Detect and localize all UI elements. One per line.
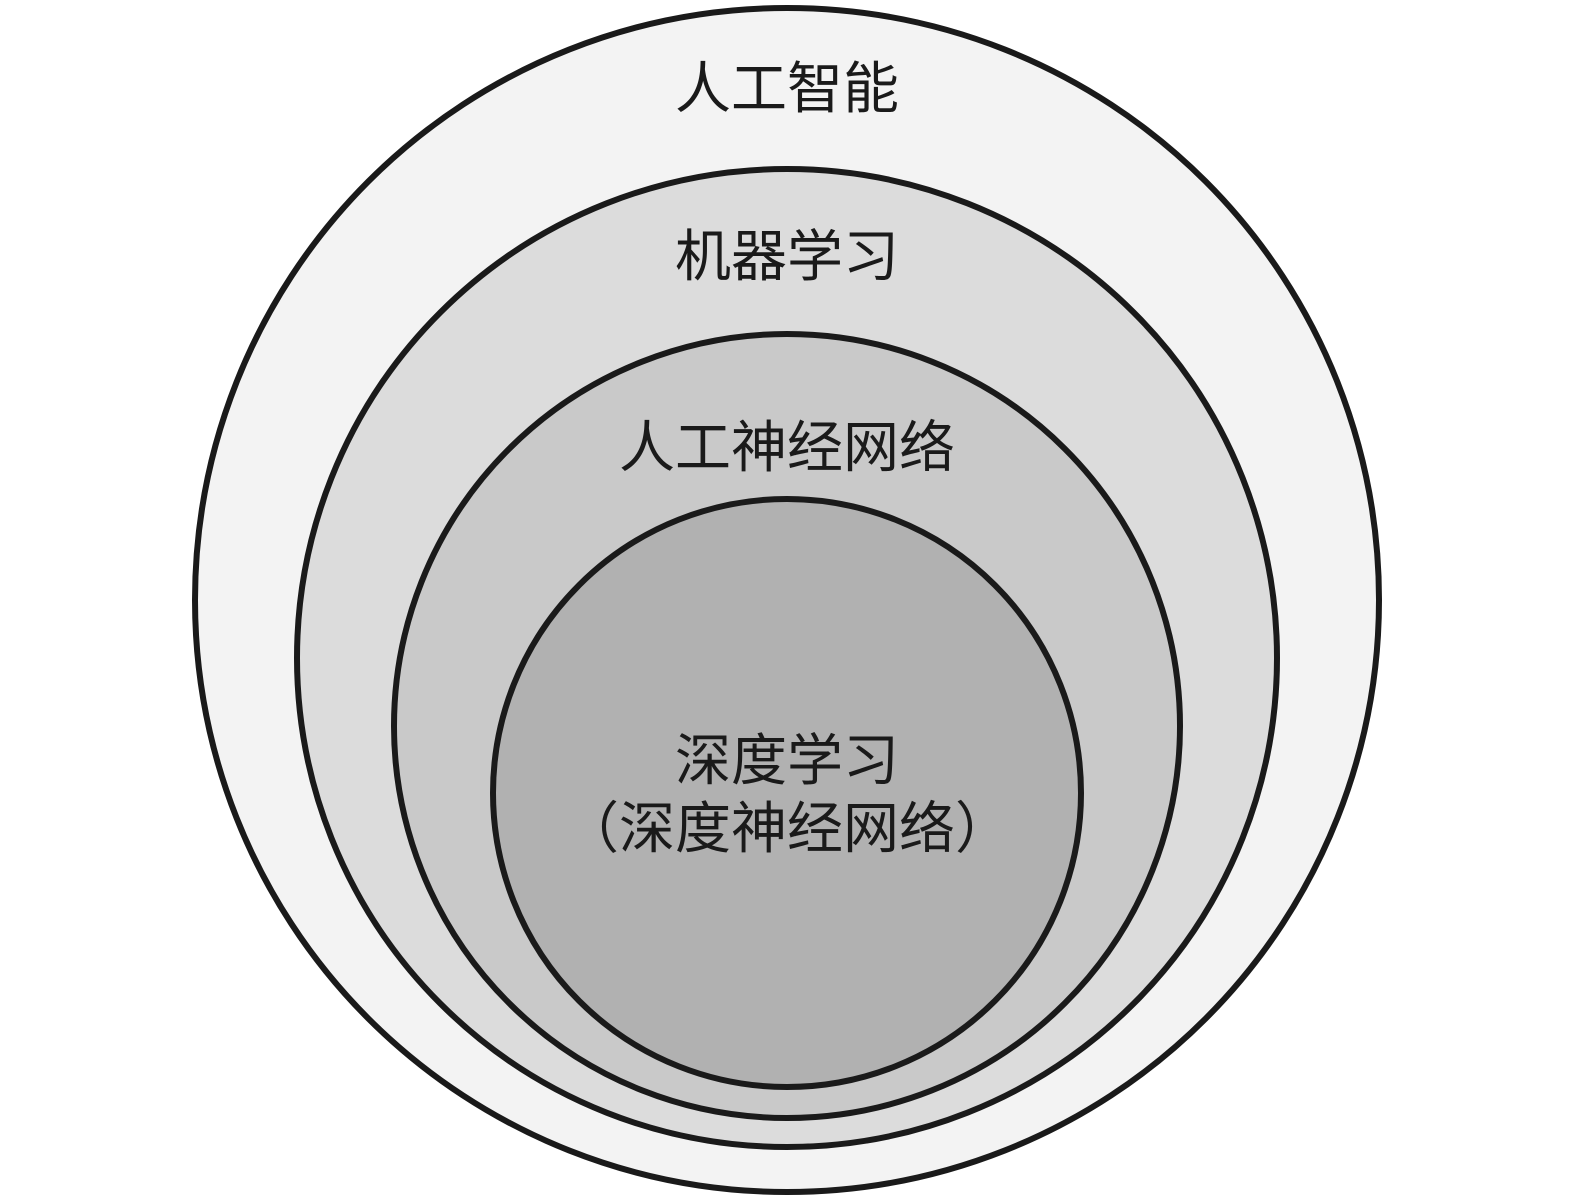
ring-ml-label: 机器学习 [675, 225, 899, 290]
ring-dl-circle [490, 496, 1084, 1090]
ring-ai-label: 人工智能 [675, 57, 899, 122]
ring-ann-label: 人工神经网络 [619, 416, 955, 481]
ring-dl: 深度学习 （深度神经网络） [490, 496, 1084, 1090]
ring-dl-label: 深度学习 [675, 729, 899, 794]
ring-dl-sublabel: （深度神经网络） [563, 797, 1011, 862]
